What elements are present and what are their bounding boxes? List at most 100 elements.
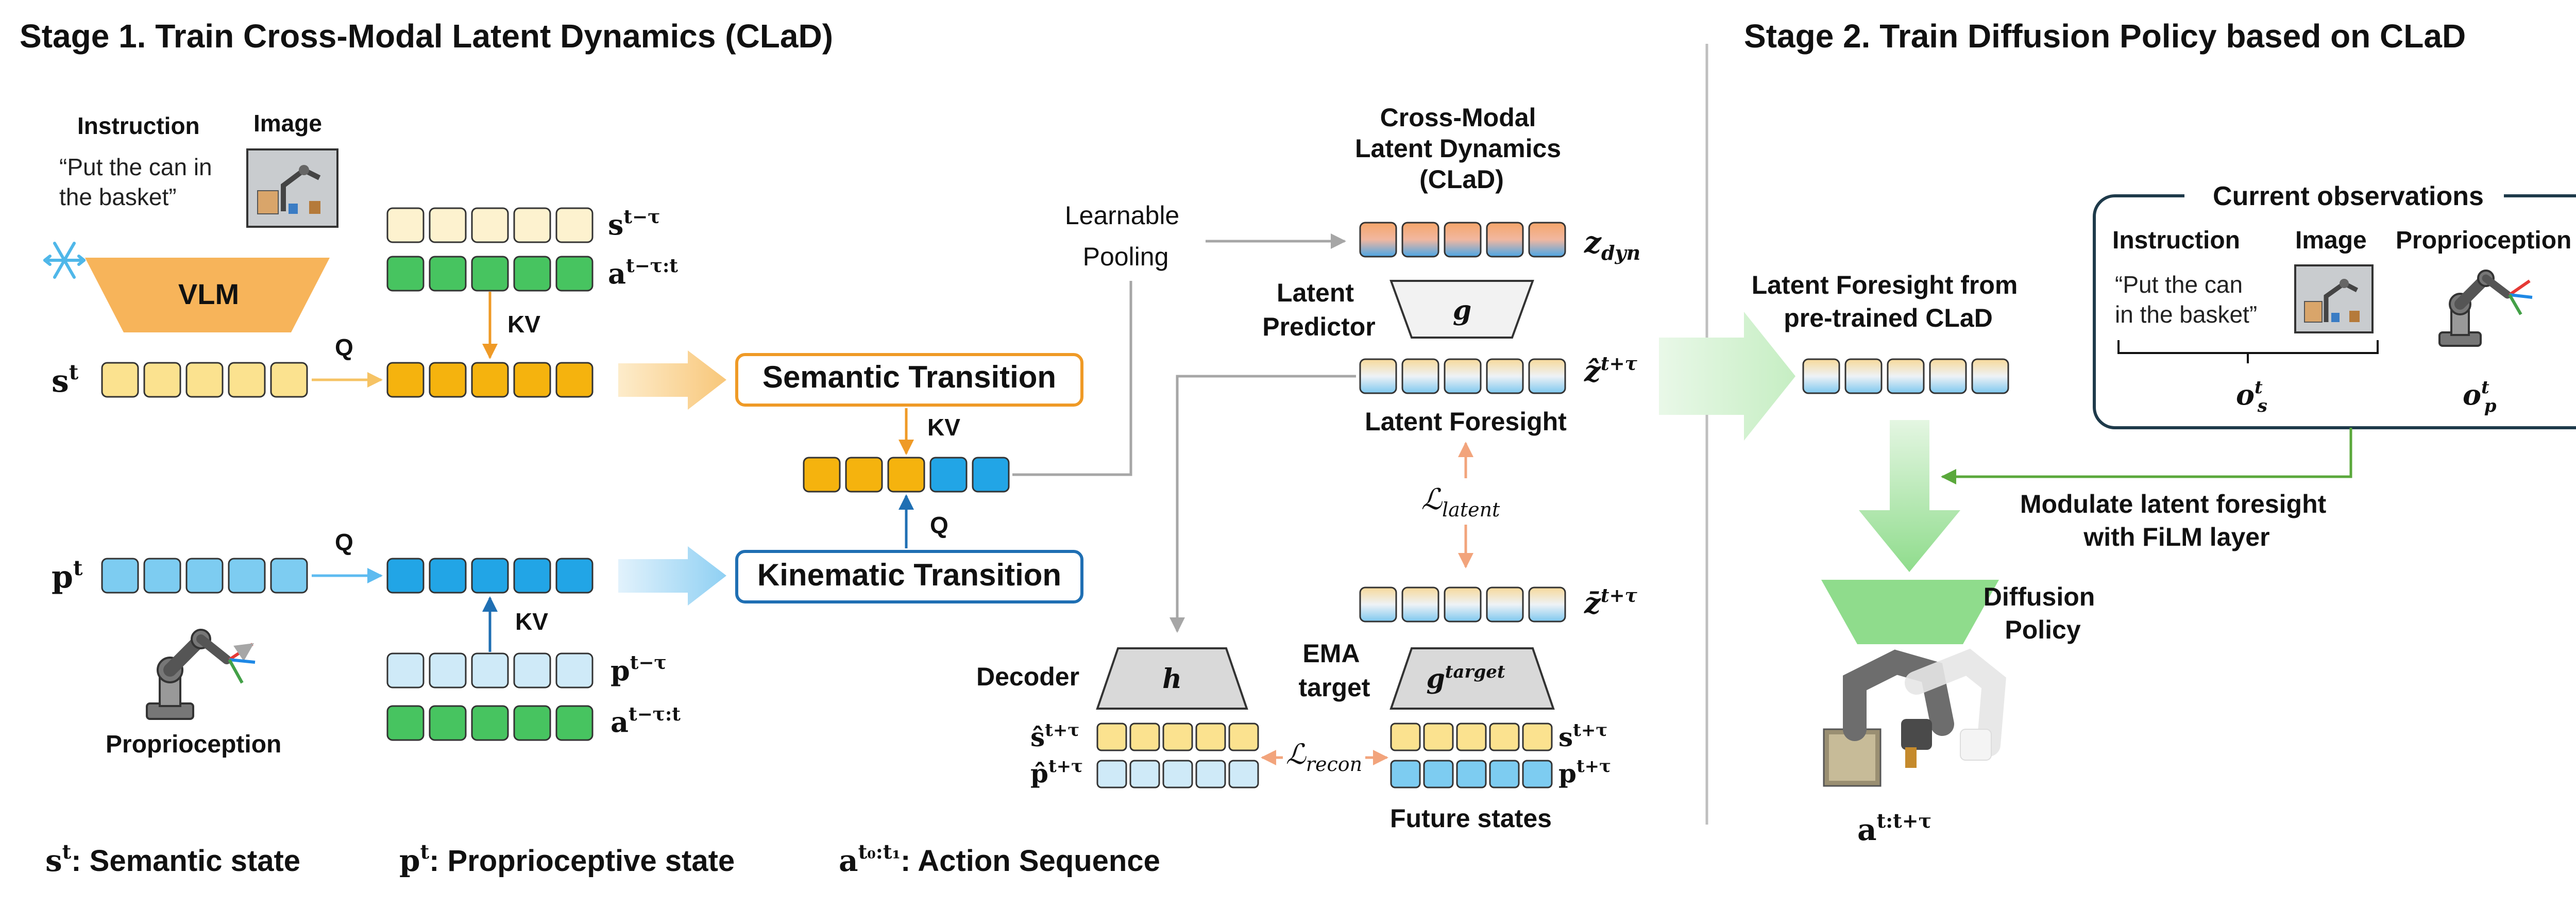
s-t-symbol: st: [52, 360, 79, 399]
token: [1489, 723, 1520, 751]
p-prev-symbol-base: p: [611, 654, 630, 687]
modulate-label-line1: Modulate latent foresight: [2020, 490, 2327, 518]
token: [471, 705, 509, 741]
token: [1423, 723, 1454, 751]
legend-a-symbol: a: [839, 843, 858, 878]
token: [1228, 760, 1259, 788]
p-prev-tokens: [386, 652, 594, 689]
g-target-symbol: gtarget: [1426, 662, 1505, 695]
token: [1390, 723, 1421, 751]
token: [1401, 222, 1439, 258]
stage1-title: Stage 1. Train Cross-Modal Latent Dynami…: [20, 18, 833, 55]
legend-s-symbol: s: [45, 843, 62, 878]
latent-foresight-pretrained: Latent Foresight from pre-trained CLaD: [1752, 271, 2025, 332]
a-prev-tokens-bottom: [386, 705, 594, 741]
semantic-transition-label: Semantic Transition: [762, 360, 1056, 394]
token: [1522, 723, 1553, 751]
fused-tokens: [803, 457, 1010, 493]
predictor-g-block: [1389, 280, 1534, 339]
instruction-header: Instruction: [77, 112, 200, 139]
z-bar-symbol-sup: t+τ: [1601, 585, 1638, 607]
token: [929, 457, 968, 493]
instruction-text-line2: the basket”: [59, 183, 177, 210]
a-prev-symbol-top-sup: t−τ:t: [626, 255, 678, 277]
a-prev-symbol-bottom-base: a: [611, 706, 629, 739]
stage2-scene-image: [2294, 264, 2374, 333]
p-future-tokens: [1390, 760, 1553, 788]
latent-foresight-pretrained-line1: Latent Foresight from: [1752, 271, 2018, 299]
diffusion-policy-label: Diffusion Policy: [1984, 582, 2103, 644]
token: [1486, 358, 1524, 394]
token: [1162, 760, 1193, 788]
decoder-label: Decoder: [976, 662, 1079, 691]
s-prev-symbol: st−τ: [608, 206, 660, 241]
action-symbol-sup: t:t+τ: [1877, 809, 1932, 832]
ema-target-line2: target: [1299, 673, 1370, 702]
token: [513, 652, 551, 689]
token: [101, 362, 139, 398]
p-prev-symbol-sup: t−τ: [630, 652, 667, 674]
token: [1444, 222, 1482, 258]
robot-arm-icon: [146, 629, 256, 720]
p-hat-tokens: [1096, 760, 1259, 788]
token: [386, 362, 425, 398]
legend-action: at₀:t₁: Action Sequence: [839, 840, 1160, 878]
ema-target-label: EMA target: [1299, 639, 1370, 702]
token: [1359, 358, 1397, 394]
token: [555, 256, 594, 292]
z-hat-symbol-base: ẑ: [1584, 355, 1601, 389]
s-hat-symbol-sup: t+τ: [1045, 720, 1079, 741]
token: [429, 705, 467, 741]
s-t-symbol-base: s: [52, 363, 69, 399]
g-label: g: [1453, 295, 1471, 326]
l-recon-symbol: ℒrecon: [1286, 738, 1362, 776]
a-prev-symbol-bottom-sup: t−τ:t: [629, 703, 681, 725]
p-prev-symbol: pt−τ: [611, 652, 667, 687]
token: [228, 558, 266, 594]
token: [471, 652, 509, 689]
scene-image: [246, 148, 338, 228]
z-hat-symbol-sup: t+τ: [1601, 353, 1638, 375]
token: [143, 362, 181, 398]
token: [513, 558, 551, 594]
token: [513, 705, 551, 741]
o-p-symbol-sub: p: [2484, 396, 2497, 416]
g-target-symbol-sup: target: [1445, 662, 1505, 682]
token: [429, 362, 467, 398]
semantic-attn-tokens: [386, 362, 594, 398]
token: [471, 207, 509, 243]
l-latent-symbol: ℒlatent: [1421, 483, 1500, 521]
token: [1096, 760, 1127, 788]
token: [887, 457, 925, 493]
p-t-symbol-base: p: [52, 559, 73, 595]
modulate-label-line2: with FiLM layer: [2083, 523, 2269, 551]
stage2-latent-tokens: [1802, 358, 2009, 394]
token: [386, 256, 425, 292]
token: [555, 207, 594, 243]
future-states-label: Future states: [1390, 804, 1552, 833]
token: [143, 558, 181, 594]
token: [1096, 723, 1127, 751]
token: [228, 362, 266, 398]
legend-p-symbol: p: [399, 843, 420, 878]
q-label-kinematic: Q: [335, 529, 353, 556]
s-future-tokens: [1390, 723, 1553, 751]
proprioception-label: Proprioception: [106, 731, 281, 758]
o-p-symbol-base: o: [2463, 378, 2481, 411]
s-t-symbol-sup: t: [69, 360, 79, 384]
s-future-symbol: st+τ: [1558, 720, 1607, 752]
s-prev-symbol-sup: t−τ: [623, 206, 660, 228]
l-latent-symbol-base: ℒ: [1421, 483, 1443, 516]
target-g-block: [1389, 647, 1555, 710]
p-future-symbol-sup: t+τ: [1577, 756, 1611, 777]
token: [1528, 222, 1566, 258]
s-hat-tokens: [1096, 723, 1259, 751]
decoder-h-block: [1096, 647, 1248, 710]
z-bar-tokens: [1359, 586, 1566, 623]
latent-predictor-line2: Predictor: [1262, 312, 1376, 341]
token: [1522, 760, 1553, 788]
token: [513, 362, 551, 398]
kinematic-transition-box: [735, 550, 1083, 603]
a-prev-symbol-bottom: at−τ:t: [611, 703, 681, 739]
